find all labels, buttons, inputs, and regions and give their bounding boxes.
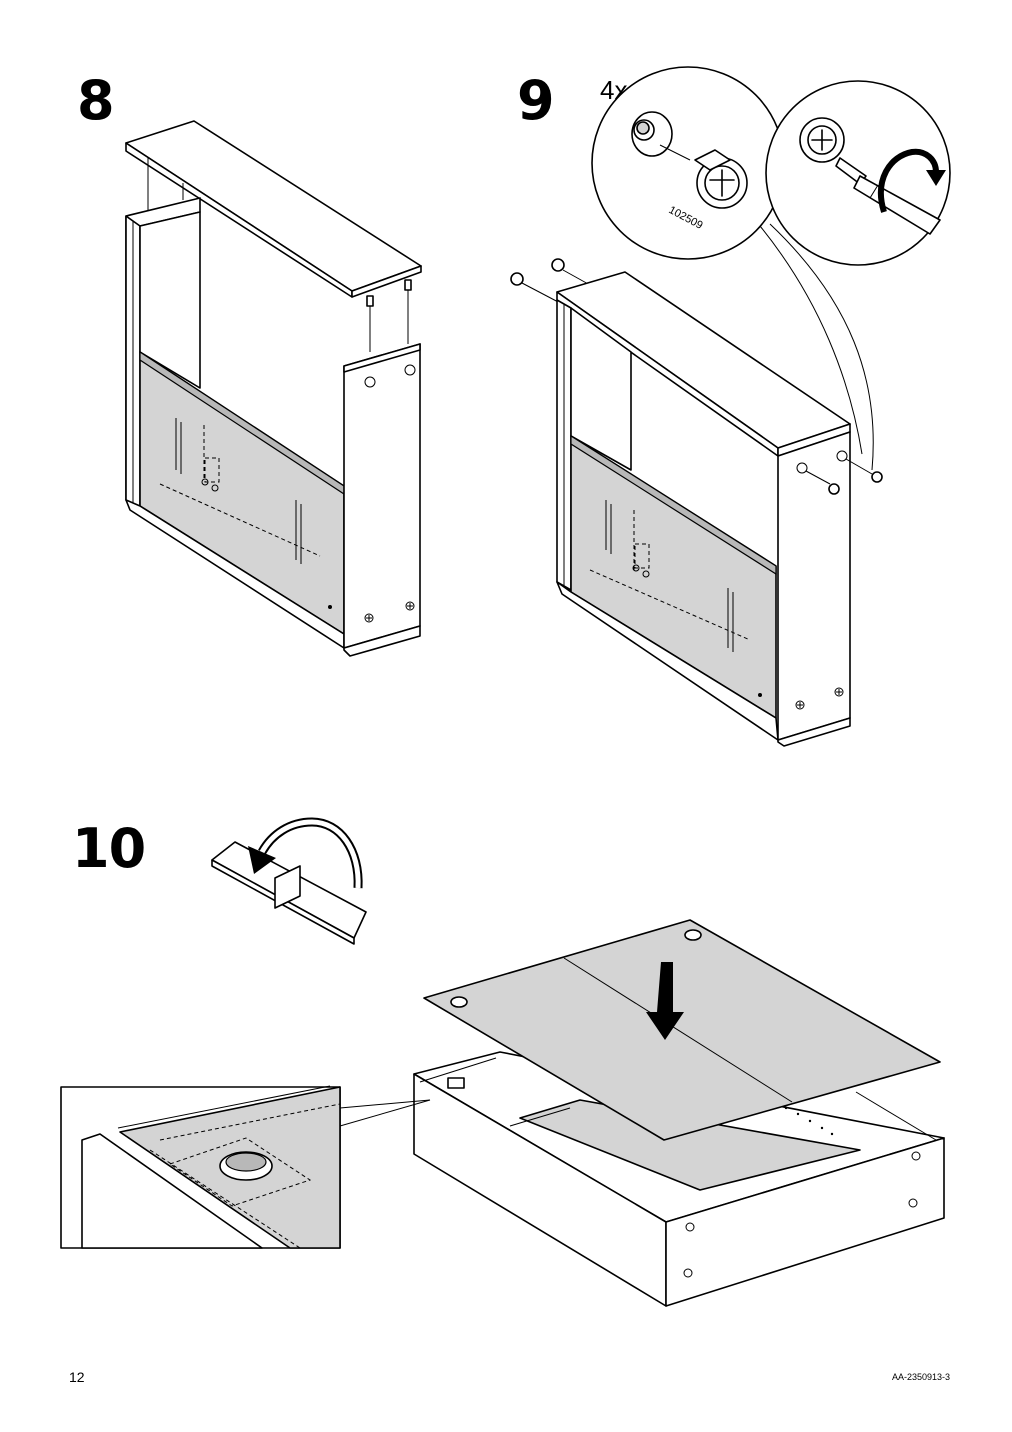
step-number-10: 10 [72,817,146,880]
screwdriver-icon [799,117,941,235]
step-number-9: 9 [517,69,555,132]
down-arrow-icon [646,962,684,1040]
page-number: 12 [69,1369,85,1385]
cam-lock-icon [631,111,748,209]
step-8-illustration [125,120,422,657]
step-10-illustration [60,817,945,1307]
rotate-arrow-icon [877,148,946,213]
step-9-illustration: 4x 102509 [510,66,951,747]
step-number-8: 8 [77,69,115,132]
flip-arrow-icon [211,817,367,945]
document-code: AA-2350913-3 [891,1372,950,1382]
